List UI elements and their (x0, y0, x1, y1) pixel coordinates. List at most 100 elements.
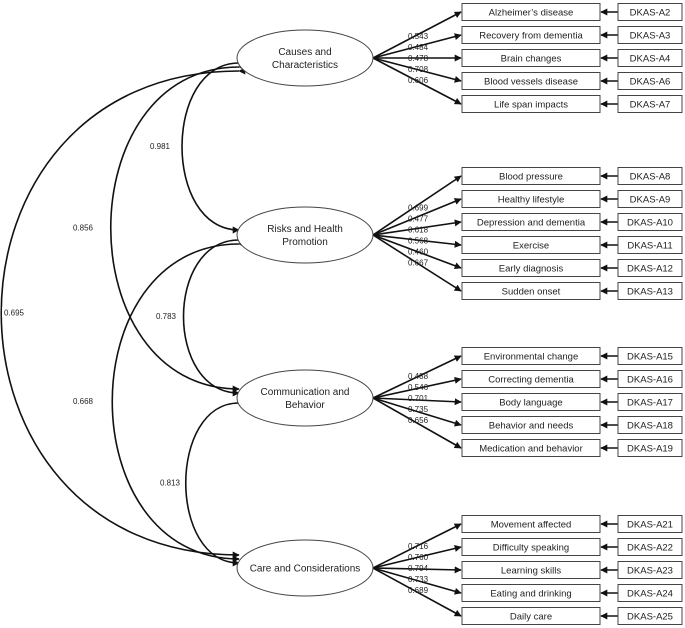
indicator-label: Difficulty speaking (493, 542, 569, 553)
correlation-arc (111, 240, 246, 563)
loading-value: 0.701 (408, 394, 429, 403)
loading-arrow (372, 567, 462, 617)
correlation-label-bg (71, 222, 95, 232)
indicator-box (461, 370, 601, 388)
loading-arrow (372, 567, 462, 595)
item-code-label: DKAS-A25 (627, 611, 673, 622)
loading-value: 0.568 (408, 237, 429, 246)
correlation-arc (182, 236, 246, 397)
item-code-label: DKAS-A22 (627, 542, 673, 553)
indicator-box (461, 282, 601, 300)
loading-arrow (372, 397, 462, 406)
loading-arrow (372, 566, 462, 574)
indicator-label: Brain changes (501, 53, 562, 64)
factor-ellipse (236, 29, 374, 87)
loading-arrow (372, 57, 462, 83)
loading-arrow (372, 11, 462, 59)
loading-value: 0.716 (408, 542, 429, 551)
item-code-box (617, 3, 683, 21)
item-code-label: DKAS-A9 (630, 194, 671, 205)
loading-value: 0.488 (408, 372, 429, 381)
indicator-box (461, 3, 601, 21)
indicator-label: Sudden onset (502, 286, 561, 297)
indicator-label: Learning skills (501, 565, 561, 576)
correlation-value: 0.981 (150, 142, 171, 151)
loading-value: 0.733 (408, 575, 429, 584)
indicator-label: Correcting dementia (488, 374, 574, 385)
item-code-label: DKAS-A8 (630, 171, 671, 182)
indicator-box (461, 72, 601, 90)
indicator-row: Body language DKAS-A17 0.701 (408, 393, 683, 411)
indicator-box (461, 190, 601, 208)
item-code-label: DKAS-A6 (630, 76, 671, 87)
item-code-box (617, 259, 683, 277)
correlation-value: 0.695 (4, 309, 25, 318)
item-code-label: DKAS-A23 (627, 565, 673, 576)
item-code-box (617, 26, 683, 44)
item-code-label: DKAS-A15 (627, 351, 673, 362)
item-code-box (617, 393, 683, 411)
loading-value: 0.618 (408, 226, 429, 235)
loading-arrow (372, 234, 462, 248)
item-code-label: DKAS-A12 (627, 263, 673, 274)
loading-arrow (372, 397, 462, 427)
item-code-box (617, 439, 683, 457)
correlation-label-bg (158, 477, 182, 487)
item-code-label: DKAS-A4 (630, 53, 671, 64)
indicator-box (461, 584, 601, 602)
indicator-label: Depression and dementia (477, 217, 586, 228)
loading-value: 0.543 (408, 32, 429, 41)
indicator-label: Body language (499, 397, 562, 408)
item-code-label: DKAS-A24 (627, 588, 673, 599)
loading-arrow (372, 57, 462, 105)
correlation-label-bg (71, 395, 95, 406)
correlation-label-bg (154, 310, 178, 321)
item-code-box (617, 561, 683, 579)
indicator-row: Difficulty speaking DKAS-A22 0.760 (408, 538, 683, 562)
indicator-label: Eating and drinking (490, 588, 571, 599)
loading-arrow (372, 234, 462, 292)
item-code-label: DKAS-A21 (627, 519, 673, 530)
item-code-label: DKAS-A17 (627, 397, 673, 408)
indicator-label: Medication and behavior (479, 443, 583, 454)
item-code-box (617, 584, 683, 602)
item-code-box (617, 515, 683, 533)
loading-value: 0.546 (408, 383, 429, 392)
item-code-label: DKAS-A19 (627, 443, 673, 454)
loading-arrow (372, 376, 462, 399)
indicator-row: Learning skills DKAS-A23 0.794 (408, 561, 683, 579)
correlation-arc (0, 67, 246, 559)
item-code-label: DKAS-A13 (627, 286, 673, 297)
loading-arrow (372, 33, 462, 59)
indicator-box (461, 393, 601, 411)
loading-value: 0.760 (408, 553, 429, 562)
indicator-label: Blood pressure (499, 171, 563, 182)
item-code-box (617, 538, 683, 556)
correlation-value: 0.668 (73, 397, 94, 406)
loading-value: 0.794 (408, 564, 429, 573)
factor-label: Risks and Health (267, 224, 343, 235)
item-code-label: DKAS-A2 (630, 7, 671, 18)
item-code-label: DKAS-A3 (630, 30, 671, 41)
factor-label: Promotion (282, 237, 328, 248)
loading-value: 0.735 (408, 405, 429, 414)
correlation-label-bg (148, 140, 172, 151)
loading-value: 0.606 (408, 76, 429, 85)
indicator-box (461, 607, 601, 625)
factor-ellipse (236, 539, 374, 597)
indicator-box (461, 167, 601, 185)
indicator-label: Exercise (513, 240, 549, 251)
loading-value: 0.477 (408, 215, 429, 224)
indicator-box (461, 561, 601, 579)
